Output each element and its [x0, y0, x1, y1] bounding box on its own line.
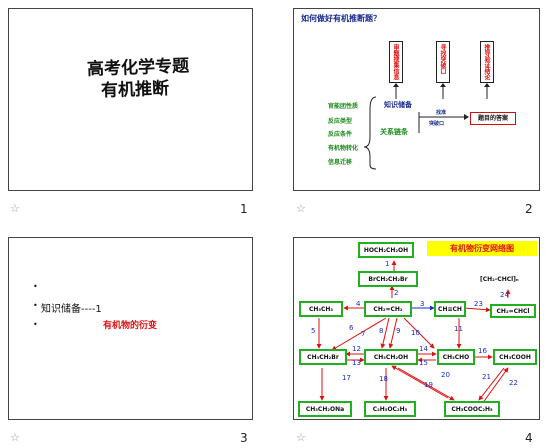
- node-chch: CH≡CH: [434, 301, 466, 317]
- edge-label-3: 3: [420, 300, 425, 308]
- node-hoch2ch2oh: HOCH₂CH₂OH: [358, 242, 414, 258]
- edge-label-10: 10: [411, 329, 420, 337]
- edge-label-2: 2: [394, 289, 399, 297]
- edge-label-18: 18: [379, 375, 388, 383]
- slide-thumbnail-3[interactable]: • • 知识储备----1 • 有机物的衍变: [8, 237, 253, 420]
- bullet-2-text: 知识储备----1: [41, 304, 102, 315]
- node-ch3cooh: CH₃COOH: [493, 349, 537, 365]
- edge-label-13: 13: [352, 359, 361, 367]
- node-ch2chcl: CH₂=CHCl: [490, 304, 536, 318]
- node-brch2ch2br: BrCH₂CH₂Br: [358, 271, 418, 287]
- slide-2-heading: 如何做好有机推断题？: [301, 14, 381, 23]
- left-item-5: 信息迁移: [328, 159, 353, 166]
- edge-label-21: 21: [482, 373, 491, 381]
- slide-2-arrows: [363, 83, 490, 170]
- slide-4-title: 有机物衍变网络图: [427, 241, 537, 256]
- bullet-dot-1: •: [33, 282, 38, 291]
- center-left-label: 知识储备: [384, 101, 412, 109]
- node-polymer: [CH₂-CHCl]ₙ: [480, 276, 519, 283]
- edge-label-4: 4: [356, 300, 361, 308]
- edge-label-5: 5: [311, 327, 316, 335]
- edge-label-24: 24: [500, 291, 509, 299]
- node-ch2ch2: CH₂=CH₂: [364, 301, 412, 317]
- slide-3-star-icon[interactable]: ☆: [10, 431, 20, 444]
- edge-label-7: 7: [361, 330, 366, 338]
- top-box-1-text: 审题搜集信息: [392, 44, 399, 80]
- slide-thumbnail-2[interactable]: 如何做好有机推断题？ 审题搜集信息 寻找突破口 推导验证结论 知识储备 关系链条…: [293, 8, 540, 191]
- top-box-2-text: 寻找突破口: [439, 44, 446, 74]
- edge-label-17: 17: [342, 374, 351, 382]
- edge-label-19: 19: [424, 381, 433, 389]
- slide-1-title-line2: 有机推断: [100, 78, 170, 102]
- slide-2-number: 2: [525, 202, 533, 216]
- edge-label-15: 15: [419, 359, 428, 367]
- center-right-label: 关系链条: [380, 128, 408, 136]
- edge-label-6: 6: [349, 324, 354, 332]
- slide-4-number: 4: [525, 431, 533, 445]
- edge-label-1: 1: [385, 260, 390, 268]
- node-ch3cho: CH₃CHO: [437, 349, 475, 365]
- slide-4-star-icon[interactable]: ☆: [296, 431, 306, 444]
- edge-label-20: 20: [441, 371, 450, 379]
- edge-label-14: 14: [419, 345, 428, 353]
- edge-label-12: 12: [352, 345, 361, 353]
- top-box-1: [389, 41, 403, 83]
- edge-label-9: 9: [396, 327, 401, 335]
- left-item-1: 官能团性质: [328, 103, 359, 110]
- edge-label-22: 22: [509, 379, 518, 387]
- node-ester: CH₃COOC₂H₅: [444, 401, 500, 417]
- bullet-dot-3: •: [33, 320, 38, 329]
- arrow-label-top: 找准: [436, 110, 447, 116]
- node-ch3ch2oh: CH₃CH₂OH: [364, 349, 418, 365]
- left-item-3: 反应条件: [328, 131, 353, 138]
- slide-4-arrows: [316, 260, 511, 405]
- edge-label-23: 23: [474, 300, 483, 308]
- top-box-3-text: 推导验证结论: [483, 44, 490, 80]
- edge-label-8: 8: [379, 327, 384, 335]
- red-subtitle: 有机物的衍变: [103, 321, 158, 331]
- edge-label-16: 16: [478, 347, 487, 355]
- node-ch3ch3: CH₃CH₃: [299, 301, 343, 317]
- result-box: 题目的答案: [470, 112, 516, 125]
- node-ether: C₂H₅OC₂H₅: [364, 401, 416, 417]
- slide-1-star-icon[interactable]: ☆: [10, 202, 20, 215]
- slide-2-star-icon[interactable]: ☆: [296, 202, 306, 215]
- slide-thumbnail-1[interactable]: 高考化学专题 有机推断: [8, 8, 253, 191]
- slide-3-number: 3: [240, 431, 248, 445]
- slide-1-number: 1: [240, 202, 248, 216]
- left-item-2: 反应类型: [328, 118, 353, 125]
- bullet-dot-2: •: [33, 301, 38, 310]
- top-box-2: [436, 41, 450, 83]
- arrow-label-bottom: 突破口: [429, 121, 445, 127]
- top-box-3: [480, 41, 494, 83]
- node-ch3ch2br: CH₃CH₂Br: [299, 349, 347, 365]
- edge-label-11: 11: [454, 325, 463, 333]
- node-ch3ch2ona: CH₃CH₂ONa: [298, 401, 352, 417]
- left-item-4: 有机物转化: [328, 145, 359, 152]
- slide-thumbnail-4[interactable]: 有机物衍变网络图 HOCH₂CH₂OH BrCH₂CH₂Br CH₂=CH₂ C…: [293, 237, 540, 420]
